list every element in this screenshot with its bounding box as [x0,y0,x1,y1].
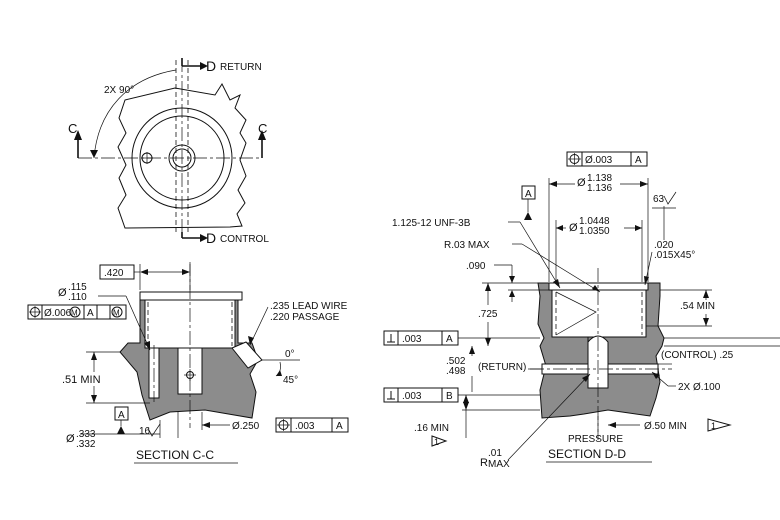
section-dd-dim-502: .502 [446,356,466,367]
section-dd-perp-datum-1: A [446,334,453,345]
section-dd-note-flag-2: 1 [711,421,716,431]
section-cc-angle-lower: 45° [283,375,298,386]
section-cc-hole-fcf-datum: A [336,421,343,432]
section-cc-dia-lower: .110 [68,292,87,303]
section-dd-dim-16-min: .16 MIN [414,423,449,434]
section-dd-bore-upper: 1.138 [587,173,612,184]
section-cc-angle-upper: 0° [285,349,295,360]
section-cc-surface-finish: 16 [139,426,151,437]
section-cc-dim-420: .420 [104,268,124,279]
section-dd-perp-fcf-1: .003 A [383,330,459,346]
section-cc-fcf-mod-2: M [113,309,120,318]
section-dd-inner-prefix: Ø [569,222,578,234]
section-dd-holes-label: 2X Ø.100 [678,382,721,393]
section-dd-thread: 1.125-12 UNF-3B [392,218,471,229]
section-dd-fcf-top: Ø.003 A [566,151,648,167]
section-cc-dia-bottom-prefix: Ø [66,433,75,445]
section-c-right-letter: C [258,121,267,136]
section-dd-note-flag-1: 1 [434,437,439,447]
section-cc-hole-fcf: .003 A [275,417,349,433]
section-cc-datum-a: A [118,410,125,421]
section-dd-control-label: (CONTROL) .25 [661,350,734,361]
section-dd-radius-letter: R [480,457,488,469]
section-dd-chamfer-upper: .020 [654,240,674,251]
section-d-return-letter: D [206,58,216,74]
section-dd-perp-tol-2: .003 [402,391,422,402]
section-cc-dia-bottom-lower: .332 [76,439,96,450]
section-d-control-letter: D [206,230,216,246]
section-cc-hole-fcf-tol: .003 [295,421,315,432]
section-dd-fcf-top-tol: Ø.003 [585,155,613,166]
section-d-control-word: CONTROL [220,234,269,245]
section-dd-title: SECTION D-D [548,447,626,461]
section-cc-lead-wire-upper: .235 LEAD WIRE [270,301,348,312]
section-cc-fcf-mod-1: M [71,309,78,318]
top-view: C C D RETURN D CONTROL 2X 90° [68,58,269,246]
section-dd-radius-value: .01 [488,448,502,459]
section-dd-surface-finish: 63 [653,194,665,205]
section-dd-inner-upper: 1.0448 [579,216,610,227]
top-view-outline [117,82,247,229]
section-c-left-letter: C [68,121,77,136]
section-dd-bore-prefix: Ø [577,177,586,189]
section-dd-perp-tol-1: .003 [402,334,422,345]
section-cc-lead-wire-lower: .220 PASSAGE [270,312,340,323]
section-dd-dim-725: .725 [478,309,498,320]
section-cc-dia-bottom-upper: .333 [76,429,96,440]
angle-arc [93,69,177,159]
section-cc-flange [139,291,243,301]
section-cc-fcf-datum: A [87,308,94,319]
section-dd-inner-lower: 1.0350 [579,226,610,237]
section-c-c: A .420 Ø .115 .110 Ø.006 M [27,262,349,464]
section-cc-dia-symbol: Ø [58,287,67,299]
section-cc-fcf-position: Ø.006 M A M [27,304,127,320]
section-dd-dim-498: .498 [446,366,466,377]
section-cc-dia-upper: .115 [68,282,87,293]
section-dd-fcf-top-datum: A [635,155,642,166]
section-cc-fcf-tol: Ø.006 [44,308,72,319]
section-dd-chamfer-lower: .015X45° [654,250,695,261]
section-d-d: Ø.003 A Ø 1.138 1.136 A 63 1.125-12 UNF-… [383,151,780,470]
section-dd-dim-050-min: Ø.50 MIN [644,421,687,432]
section-dd-return-label: (RETURN) [478,362,526,373]
angle-label: 2X 90° [104,85,134,96]
section-dd-radius-max: MAX [488,459,510,470]
section-dd-datum-a: A [525,189,532,200]
section-dd-dim-090: .090 [466,261,486,272]
section-dd-radius-callout: R.03 MAX [444,240,490,251]
section-d-return-word: RETURN [220,62,262,73]
section-cc-title: SECTION C-C [136,448,214,462]
section-dd-pressure-label: PRESSURE [568,434,623,445]
section-dd-flange [548,282,649,291]
section-dd-bore-lower: 1.136 [587,183,612,194]
section-dd-perp-datum-2: B [446,391,453,402]
section-dd-dim-54-min: .54 MIN [680,301,715,312]
section-dd-perp-fcf-2: .003 B [383,387,459,403]
section-cc-hole-dia: Ø.250 [232,421,260,432]
section-cc-min-depth: .51 MIN [62,374,101,386]
